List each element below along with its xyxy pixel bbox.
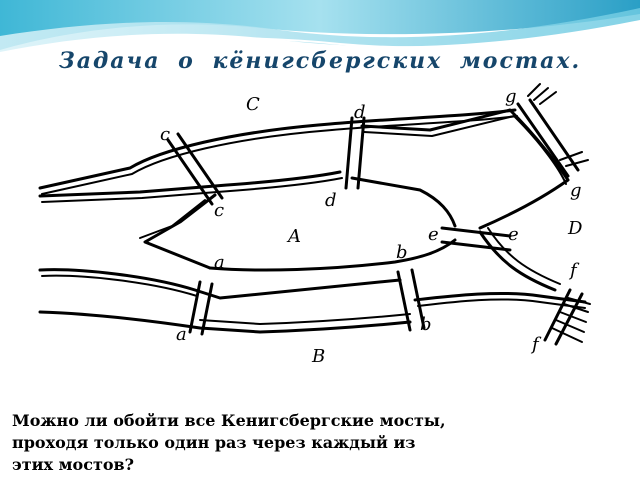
label-bridge-c-top: c [160,124,170,145]
label-region-b: B [311,346,325,367]
river-south-d-bank [478,230,557,292]
river-south-d-bank-inner [487,227,561,285]
river-north-bank-a-inner [41,177,343,203]
question-line-3: этих мостов? [12,455,135,474]
question-line-1: Можно ли обойти все Кенигсбергские мосты… [12,411,446,430]
label-bridge-g-bottom: g [570,180,582,201]
label-region-d: D [567,218,583,239]
shore-hatch-g [527,83,589,167]
river-south-bank-b [38,310,412,334]
bridge-d [344,116,366,190]
question-line-2: проходя только один раз через каждый из [12,433,416,452]
label-bridge-f-top: f [568,260,580,281]
label-bridge-f-bottom: f [530,334,542,355]
river-north-bank-c [38,108,517,190]
label-bridge-e-left: e [428,224,439,245]
konigsberg-bridges-diagram: C A B D c c d d g g e e a a b b f f [38,83,591,367]
river-south-bank-a-inner [41,274,198,297]
river-south-east-inner [417,298,586,309]
shore-hatch-f [551,297,591,343]
label-bridge-b-top: b [396,242,408,263]
river-south-bank-b-inner [199,313,411,325]
label-bridge-d-bottom: d [325,190,337,211]
question-text: Можно ли обойти все Кенигсбергские мосты… [12,410,632,476]
label-bridge-e-right: e [508,224,519,245]
island-a-west-inner [139,199,206,239]
island-a-south-bank [208,238,457,272]
bridge-e [440,226,512,252]
river-north-bank-c-east-inner [363,115,567,185]
label-bridge-a-top: a [214,252,225,273]
bridge-c [166,132,224,206]
island-a-west [143,193,217,270]
bridge-f [543,288,584,346]
label-bridge-d-top: d [354,102,366,123]
river-north-bank-a-east [350,176,457,228]
river-north-bank-c-east [360,108,570,230]
river-south-east [413,291,587,304]
bridge-g [516,98,580,178]
bridge-a [188,280,214,336]
bridge-b [396,268,426,332]
label-region-a: A [286,226,301,247]
label-region-c: C [246,94,260,115]
label-bridge-b-bottom: b [420,314,432,335]
label-bridge-c-bottom: c [214,200,224,221]
label-bridge-a-bottom: a [176,324,187,345]
label-bridge-g-top: g [505,86,517,107]
wave-banner [0,0,640,70]
river-south-bank-a [38,268,402,300]
page-title: Задача о кёнигсбергских мостах. [58,48,582,74]
